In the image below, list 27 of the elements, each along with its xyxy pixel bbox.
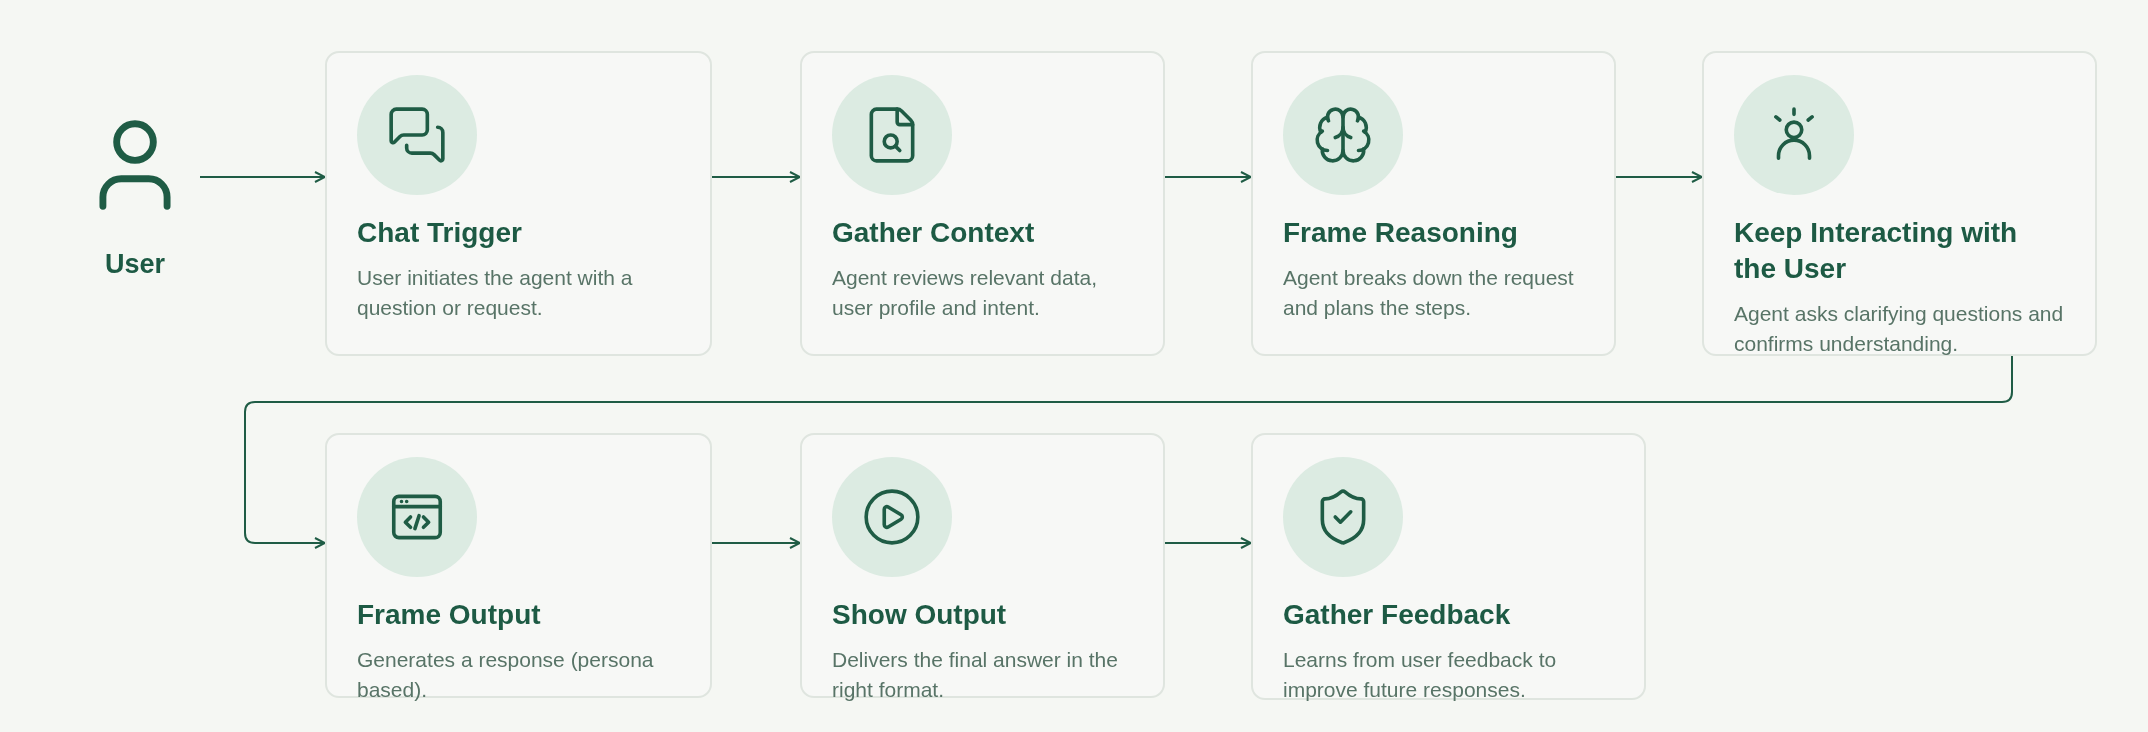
step-title: Gather Feedback — [1283, 598, 1512, 632]
step-description: User initiates the agent with a question or request. — [357, 265, 634, 321]
step-description: Generates a response (persona based). — [357, 647, 655, 703]
arrow — [711, 171, 801, 183]
step-title: Keep Interacting with the User — [1734, 216, 2019, 286]
step-card — [1251, 433, 1646, 700]
arrow — [1164, 537, 1252, 549]
arrow — [244, 355, 2013, 549]
step-title: Show Output — [832, 598, 1008, 632]
step-title: Chat Trigger — [357, 216, 523, 250]
arrow — [1615, 171, 1703, 183]
step-description: Agent breaks down the request and plans the steps. — [1283, 265, 1575, 321]
step-title: Frame Reasoning — [1283, 216, 1519, 250]
step-description: Learns from user feedback to improve future responses. — [1283, 647, 1558, 703]
step-card — [1702, 51, 2097, 356]
arrow — [199, 171, 326, 183]
step-card — [800, 51, 1165, 356]
arrow — [711, 537, 801, 549]
step-title: Frame Output — [357, 598, 542, 632]
step-card — [325, 51, 712, 356]
actor-label: User — [104, 248, 165, 281]
step-description: Agent reviews relevant data, user profile and intent. — [832, 265, 1098, 321]
step-card — [1251, 51, 1616, 356]
step-title: Gather Context — [832, 216, 1036, 250]
step-description: Delivers the final answer in the right format. — [832, 647, 1119, 703]
arrow — [1164, 171, 1252, 183]
step-description: Agent asks clarifying questions and confirms understanding. — [1734, 301, 2065, 357]
